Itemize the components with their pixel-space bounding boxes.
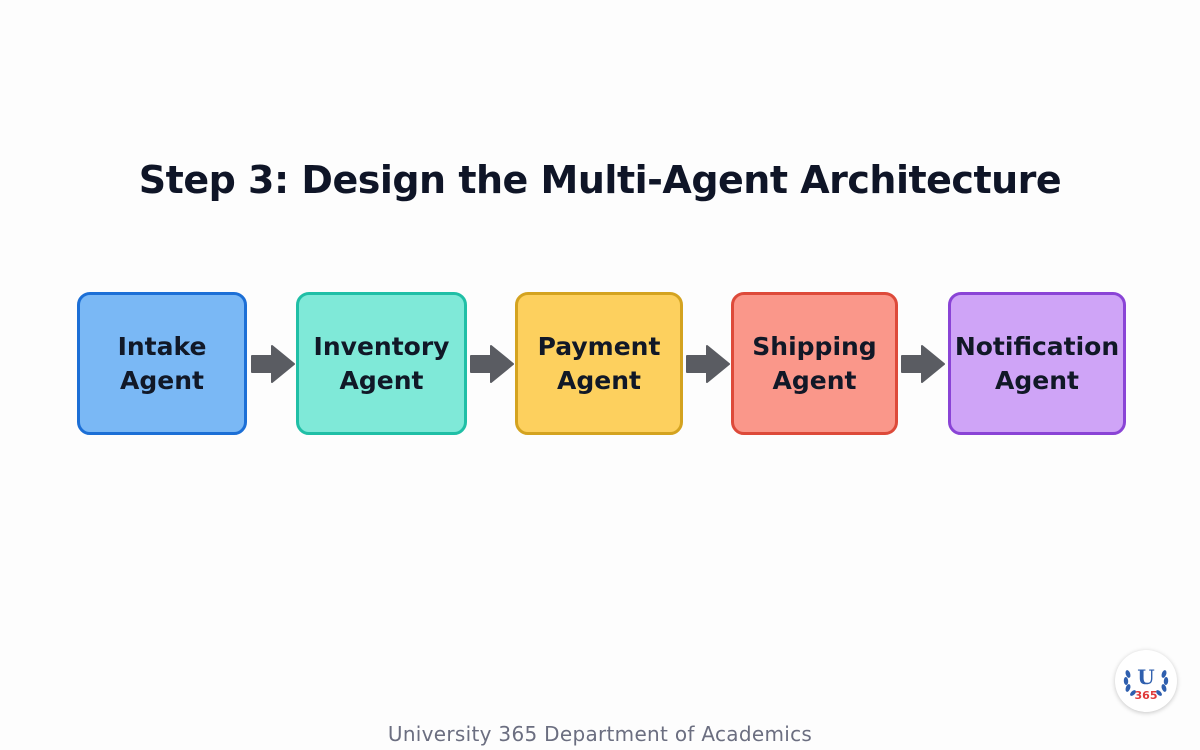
slide-title: Step 3: Design the Multi-Agent Architect… xyxy=(138,158,1062,202)
university-logo: U 365 xyxy=(1115,650,1177,712)
laurel-seal-icon: U 365 xyxy=(1123,665,1169,702)
arrow-right-icon xyxy=(251,345,295,383)
arrow-right-icon xyxy=(686,345,730,383)
svg-text:365: 365 xyxy=(1135,689,1158,702)
arrow-right-icon xyxy=(470,345,514,383)
arrow-right-icon xyxy=(901,345,945,383)
footer-text: University 365 Department of Academics xyxy=(387,722,813,746)
svg-text:U: U xyxy=(1137,665,1154,689)
